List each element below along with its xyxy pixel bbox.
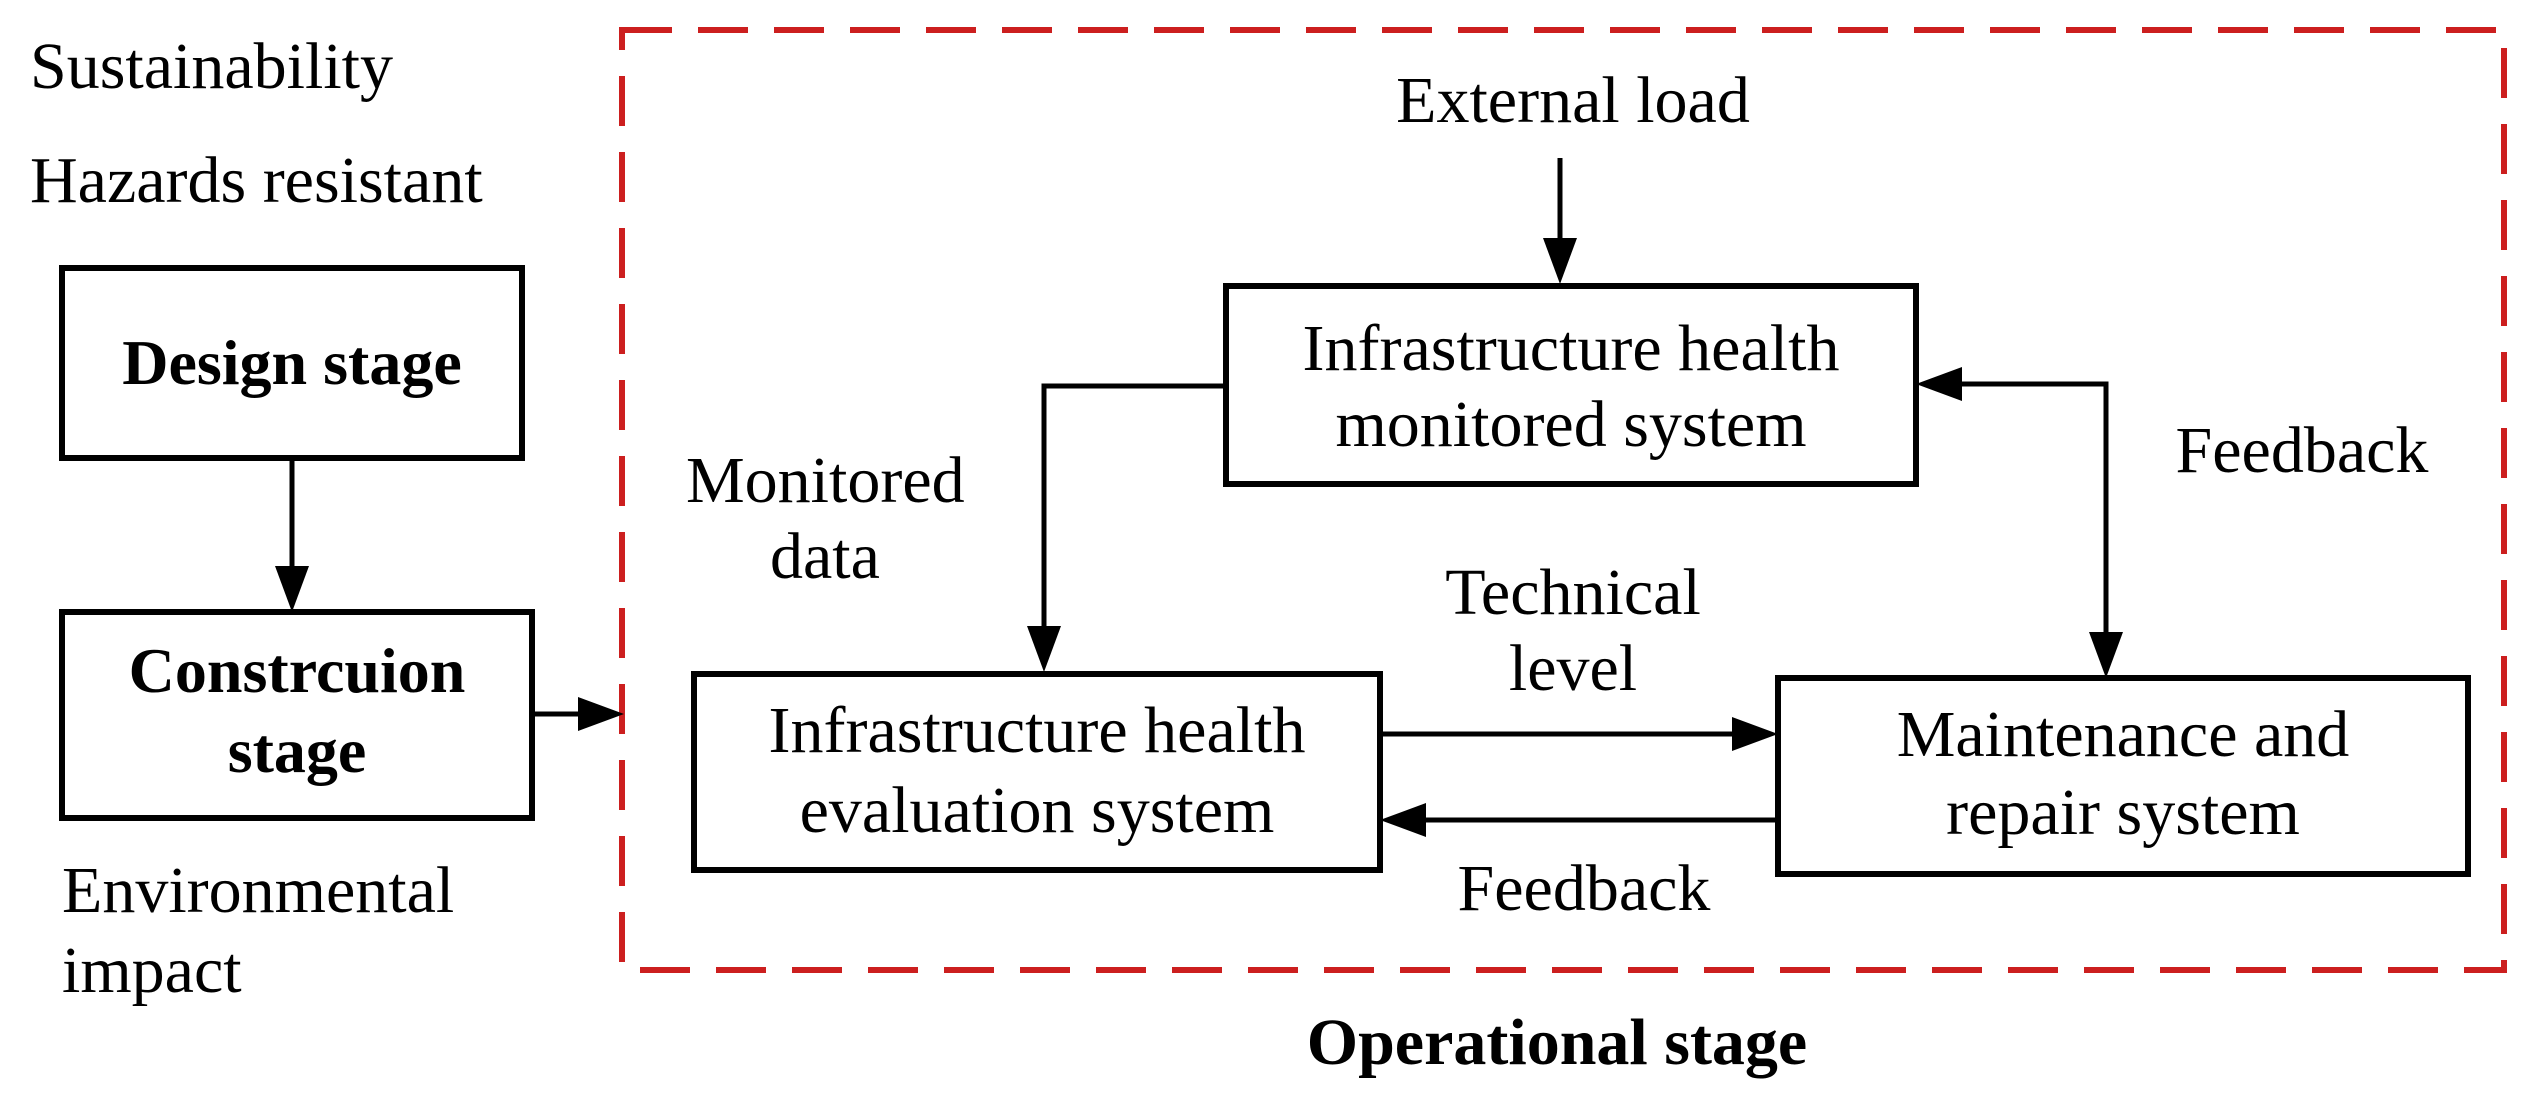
construction-stage-label: Constrcuion <box>129 635 466 706</box>
construction-to-operational-arrowhead <box>578 697 624 731</box>
design-stage-label: Design stage <box>122 327 462 398</box>
monitored-data-label-line2: data <box>770 520 880 593</box>
maintenance-system-label-line2: repair system <box>1946 776 2300 849</box>
evaluation-system-box <box>691 671 1383 873</box>
monitored-data-arrowhead <box>1027 626 1061 672</box>
feedback-bottom-arrowhead <box>1380 803 1426 837</box>
maintenance-system-label: Maintenance and <box>1897 698 2350 771</box>
construction-stage-label-line2: stage <box>228 715 367 786</box>
design-to-construction-arrowhead <box>275 566 309 612</box>
maintenance-system-box <box>1775 675 2471 877</box>
external-load-label: External load <box>1396 64 1750 137</box>
operational-stage-region <box>619 27 2507 973</box>
technical-level-label: Technical <box>1445 556 1701 629</box>
monitored-data-arrow <box>1041 383 1226 626</box>
construction-stage-box <box>59 609 535 821</box>
feedback-right-label: Feedback <box>2176 414 2429 487</box>
feedback-bottom-label: Feedback <box>1458 852 1711 925</box>
feedback-right-arrow <box>1962 381 2109 632</box>
evaluation-system-label-line2: evaluation system <box>800 774 1275 847</box>
technical-level-arrowhead <box>1732 717 1778 751</box>
environmental-impact-label-line2: impact <box>62 934 242 1007</box>
monitored-system-label: Infrastructure health <box>1303 312 1840 385</box>
evaluation-system-label: Infrastructure health <box>769 694 1306 767</box>
technical-level-label-line2: level <box>1509 632 1637 705</box>
monitored-data-label: Monitored <box>686 444 965 517</box>
environmental-impact-label: Environmental <box>62 854 454 927</box>
operational-stage-title: Operational stage <box>1307 1006 1807 1079</box>
monitored-system-label-line2: monitored system <box>1335 388 1806 461</box>
sustainability-label: Sustainability <box>30 30 393 103</box>
hazards-resistant-label: Hazards resistant <box>30 144 483 217</box>
monitored-system-box <box>1223 283 1919 487</box>
external-load-arrowhead <box>1543 238 1577 284</box>
feedback-right-arrowhead-down <box>2089 632 2123 678</box>
feedback-right-arrowhead-left <box>1916 367 1962 401</box>
